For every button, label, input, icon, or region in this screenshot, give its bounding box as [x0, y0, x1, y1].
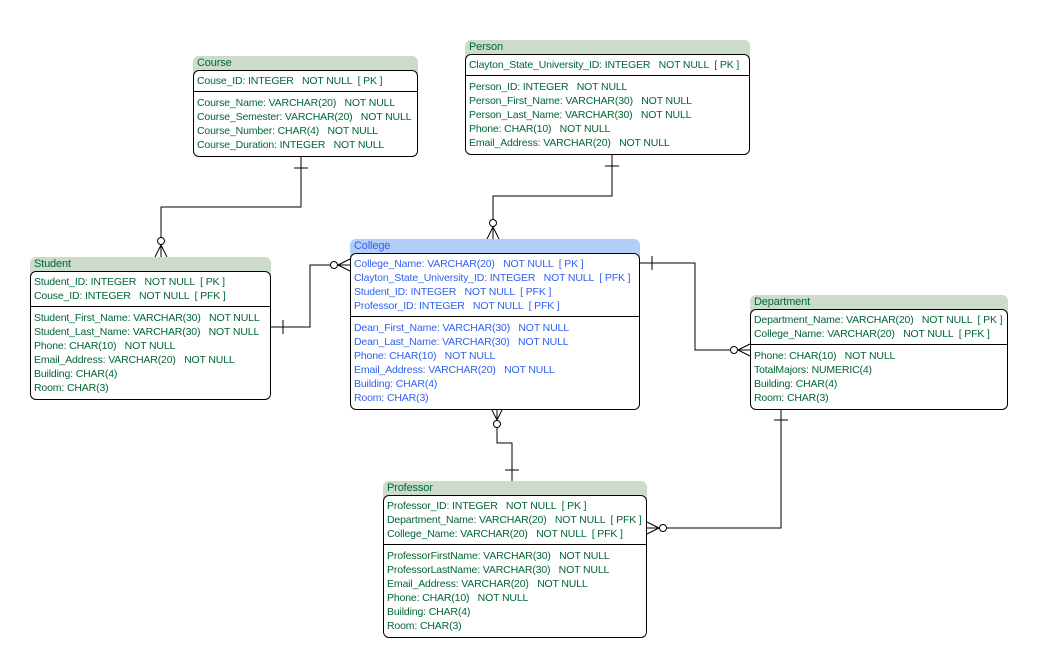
entity-college[interactable]: College College_Name: VARCHAR(20) NOT NU… — [350, 239, 640, 410]
attribute-row: Phone: CHAR(10) NOT NULL — [754, 350, 896, 362]
entity-department-title: Department — [750, 295, 1008, 313]
key-attribute-row: Clayton_State_University_ID: INTEGER NOT… — [354, 272, 631, 284]
zero-optional-marker — [730, 346, 738, 354]
key-attribute-row: Student_ID: INTEGER NOT NULL [ PFK ] — [354, 286, 552, 298]
zero-optional-marker — [157, 237, 165, 245]
zero-optional-marker — [659, 524, 667, 532]
attribute-row: Building: CHAR(4) — [754, 378, 838, 390]
key-attribute-row: Couse_ID: INTEGER NOT NULL [ PK ] — [197, 75, 383, 87]
crows-foot-many-marker — [490, 407, 504, 421]
attribute-row: Email_Address: VARCHAR(20) NOT NULL — [469, 137, 670, 149]
entity-college-title: College — [350, 239, 640, 257]
key-attributes-section: Department_Name: VARCHAR(20) NOT NULL [ … — [751, 310, 1007, 345]
entity-professor-box: Professor_ID: INTEGER NOT NULL [ PK ] Dep… — [383, 495, 647, 638]
attribute-row: Email_Address: VARCHAR(20) NOT NULL — [354, 364, 555, 376]
connector-student-college[interactable] — [271, 258, 351, 334]
crows-foot-many-marker — [486, 226, 500, 240]
key-attribute-row: Professor_ID: INTEGER NOT NULL [ PK ] — [387, 500, 587, 512]
key-attributes-section: Student_ID: INTEGER NOT NULL [ PK ] Couse… — [31, 272, 270, 307]
attribute-row: Building: CHAR(4) — [387, 606, 471, 618]
key-attributes-section: College_Name: VARCHAR(20) NOT NULL [ PK … — [351, 254, 639, 317]
attribute-row: ProfessorFirstName: VARCHAR(30) NOT NULL — [387, 550, 610, 562]
attribute-row: Dean_Last_Name: VARCHAR(30) NOT NULL — [354, 336, 569, 348]
entity-course[interactable]: Course Couse_ID: INTEGER NOT NULL [ PK ]… — [193, 56, 418, 157]
non-key-attributes-section: Course_Name: VARCHAR(20) NOT NULL Course_… — [194, 92, 417, 156]
key-attribute-row: Student_ID: INTEGER NOT NULL [ PK ] — [34, 276, 225, 288]
entity-student-box: Student_ID: INTEGER NOT NULL [ PK ] Couse… — [30, 271, 271, 400]
key-attribute-row: College_Name: VARCHAR(20) NOT NULL [ PFK… — [387, 528, 623, 540]
key-attribute-row: Couse_ID: INTEGER NOT NULL [ PFK ] — [34, 290, 226, 302]
attribute-row: Student_First_Name: VARCHAR(30) NOT NULL — [34, 312, 260, 324]
attribute-row: Email_Address: VARCHAR(20) NOT NULL — [387, 578, 588, 590]
non-key-attributes-section: Phone: CHAR(10) NOT NULL TotalMajors: NUM… — [751, 345, 1007, 409]
entity-person[interactable]: Person Clayton_State_University_ID: INTE… — [465, 40, 750, 155]
entity-professor-title: Professor — [383, 481, 647, 499]
attribute-row: Phone: CHAR(10) NOT NULL — [34, 340, 176, 352]
attribute-row: Room: CHAR(3) — [354, 392, 429, 404]
attribute-row: Building: CHAR(4) — [34, 368, 118, 380]
attribute-row: Building: CHAR(4) — [354, 378, 438, 390]
zero-optional-marker — [330, 261, 338, 269]
attribute-row: Course_Semester: VARCHAR(20) NOT NULL — [197, 111, 412, 123]
attribute-row: Room: CHAR(3) — [387, 620, 462, 632]
entity-course-title: Course — [193, 56, 418, 74]
entity-person-box: Clayton_State_University_ID: INTEGER NOT… — [465, 54, 750, 155]
attribute-row: ProfessorLastName: VARCHAR(30) NOT NULL — [387, 564, 610, 576]
key-attribute-row: Department_Name: VARCHAR(20) NOT NULL [ … — [387, 514, 642, 526]
attribute-row: Phone: CHAR(10) NOT NULL — [469, 123, 611, 135]
key-attribute-row: Professor_ID: INTEGER NOT NULL [ PFK ] — [354, 300, 560, 312]
attribute-row: Course_Name: VARCHAR(20) NOT NULL — [197, 97, 396, 109]
attribute-row: Room: CHAR(3) — [34, 382, 109, 394]
connector-department-professor[interactable] — [646, 408, 788, 535]
entity-professor[interactable]: Professor Professor_ID: INTEGER NOT NULL… — [383, 481, 647, 638]
entity-student-title: Student — [30, 257, 271, 275]
entity-department-box: Department_Name: VARCHAR(20) NOT NULL [ … — [750, 309, 1008, 410]
attribute-row: Person_Last_Name: VARCHAR(30) NOT NULL — [469, 109, 692, 121]
key-attributes-section: Clayton_State_University_ID: INTEGER NOT… — [466, 55, 749, 76]
non-key-attributes-section: ProfessorFirstName: VARCHAR(30) NOT NULL… — [384, 545, 646, 637]
entity-course-box: Couse_ID: INTEGER NOT NULL [ PK ] Course… — [193, 70, 418, 157]
crows-foot-many-marker — [737, 343, 751, 357]
connector-professor-college[interactable] — [490, 407, 519, 481]
attribute-row: Person_ID: INTEGER NOT NULL — [469, 81, 628, 93]
crows-foot-many-marker — [337, 258, 351, 272]
key-attributes-section: Couse_ID: INTEGER NOT NULL [ PK ] — [194, 71, 417, 92]
attribute-row: Student_Last_Name: VARCHAR(30) NOT NULL — [34, 326, 260, 338]
connector-person-college[interactable] — [486, 153, 619, 240]
attribute-row: Course_Number: CHAR(4) NOT NULL — [197, 125, 378, 137]
key-attribute-row: Clayton_State_University_ID: INTEGER NOT… — [469, 59, 740, 71]
attribute-row: Email_Address: VARCHAR(20) NOT NULL — [34, 354, 235, 366]
zero-optional-marker — [489, 219, 497, 227]
connector-course-student[interactable] — [154, 155, 308, 258]
entity-person-title: Person — [465, 40, 750, 58]
entity-college-box: College_Name: VARCHAR(20) NOT NULL [ PK … — [350, 253, 640, 410]
attribute-row: Room: CHAR(3) — [754, 392, 829, 404]
non-key-attributes-section: Student_First_Name: VARCHAR(30) NOT NULL… — [31, 307, 270, 399]
connector-college-department[interactable] — [640, 256, 751, 357]
non-key-attributes-section: Dean_First_Name: VARCHAR(30) NOT NULL Dea… — [351, 317, 639, 409]
attribute-row: Course_Duration: INTEGER NOT NULL — [197, 139, 385, 151]
zero-optional-marker — [493, 420, 501, 428]
attribute-row: TotalMajors: NUMERIC(4) — [754, 364, 872, 376]
attribute-row: Dean_First_Name: VARCHAR(30) NOT NULL — [354, 322, 569, 334]
key-attribute-row: College_Name: VARCHAR(20) NOT NULL [ PK … — [354, 258, 584, 270]
key-attributes-section: Professor_ID: INTEGER NOT NULL [ PK ] Dep… — [384, 496, 646, 545]
attribute-row: Person_First_Name: VARCHAR(30) NOT NULL — [469, 95, 692, 107]
non-key-attributes-section: Person_ID: INTEGER NOT NULL Person_First_… — [466, 76, 749, 154]
crows-foot-many-marker — [646, 521, 660, 535]
entity-department[interactable]: Department Department_Name: VARCHAR(20) … — [750, 295, 1008, 410]
attribute-row: Phone: CHAR(10) NOT NULL — [387, 592, 529, 604]
key-attribute-row: College_Name: VARCHAR(20) NOT NULL [ PFK… — [754, 328, 990, 340]
entity-student[interactable]: Student Student_ID: INTEGER NOT NULL [ P… — [30, 257, 271, 400]
key-attribute-row: Department_Name: VARCHAR(20) NOT NULL [ … — [754, 314, 1003, 326]
attribute-row: Phone: CHAR(10) NOT NULL — [354, 350, 496, 362]
crows-foot-many-marker — [154, 244, 168, 258]
